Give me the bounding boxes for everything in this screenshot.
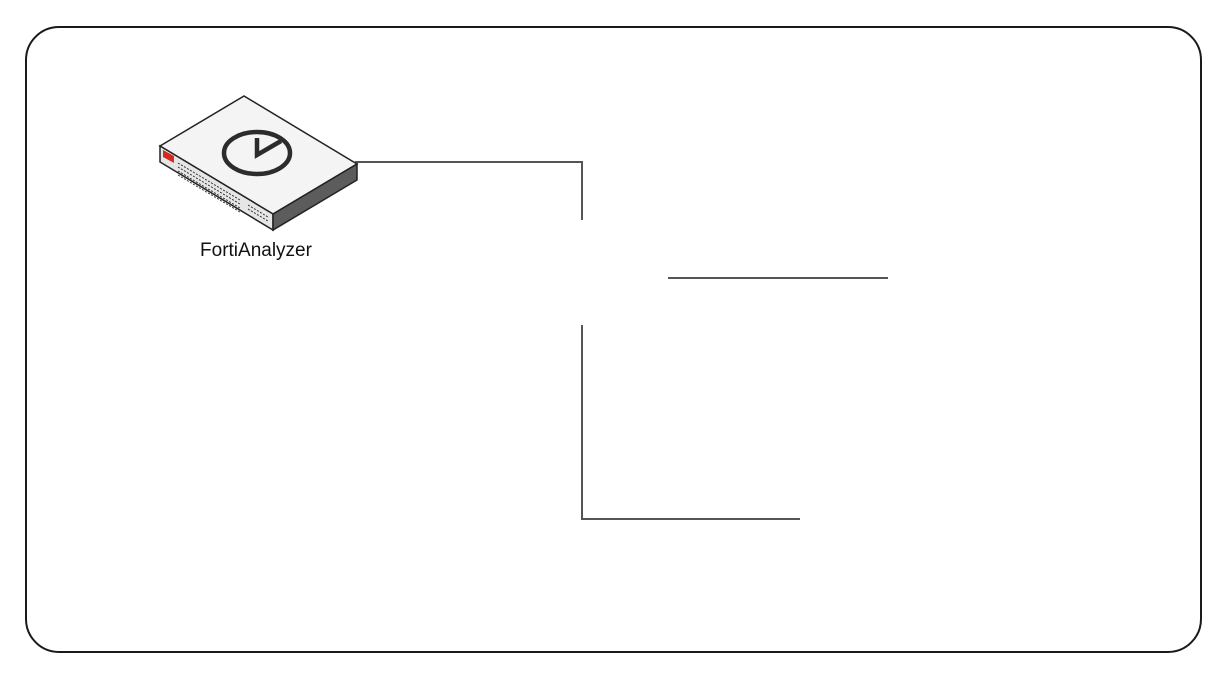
- connection-lines: [355, 161, 888, 520]
- analyzer-clock-symbol: [221, 129, 293, 177]
- fortianalyzer-label: FortiAnalyzer: [200, 240, 312, 261]
- link-fortigate-computers: [581, 325, 800, 520]
- link-fortianalyzer-fortigate: [355, 161, 583, 220]
- fortianalyzer-appliance-icon: [158, 95, 359, 232]
